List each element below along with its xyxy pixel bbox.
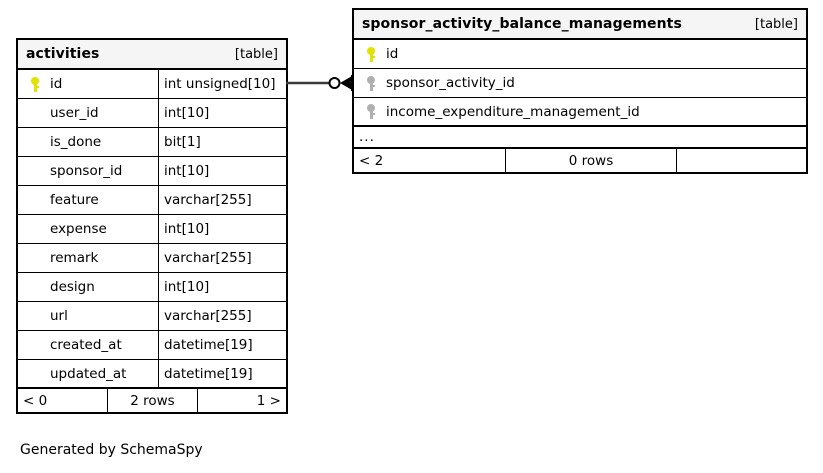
entity-activities-header: activities [table] bbox=[18, 40, 286, 70]
column-label: income_expenditure_management_id bbox=[386, 103, 640, 120]
column-type: varchar[255] bbox=[158, 302, 286, 330]
column-type: int unsigned[10] bbox=[158, 70, 286, 98]
column-name-cell: user_id bbox=[18, 99, 158, 127]
column-name-cell: feature bbox=[18, 186, 158, 214]
column-name-cell: url bbox=[18, 302, 158, 330]
table-row[interactable]: expense int[10] bbox=[18, 215, 286, 244]
column-type: datetime[19] bbox=[158, 360, 286, 387]
relationship-connector bbox=[286, 75, 353, 91]
table-row[interactable]: design int[10] bbox=[18, 273, 286, 302]
column-type: int[10] bbox=[158, 273, 286, 301]
prev-page-indicator[interactable]: < 2 bbox=[359, 152, 384, 169]
truncated-columns-indicator: ... bbox=[354, 127, 806, 149]
column-type: int[10] bbox=[158, 99, 286, 127]
table-row[interactable]: user_id int[10] bbox=[18, 99, 286, 128]
row-count: 2 rows bbox=[107, 389, 196, 412]
column-label: remark bbox=[50, 250, 99, 266]
column-type: int[10] bbox=[158, 215, 286, 243]
foreign-key-icon bbox=[360, 75, 382, 91]
column-name-cell: income_expenditure_management_id bbox=[354, 98, 806, 125]
column-label: updated_at bbox=[50, 365, 127, 382]
foreign-key-icon bbox=[360, 104, 382, 119]
column-name-cell: id bbox=[354, 40, 806, 68]
column-type: varchar[255] bbox=[158, 244, 286, 272]
table-row[interactable]: remark varchar[255] bbox=[18, 244, 286, 273]
column-name-cell: design bbox=[18, 273, 158, 301]
column-name-cell: created_at bbox=[18, 331, 158, 359]
row-count: 0 rows bbox=[505, 149, 676, 172]
generated-by-caption: Generated by SchemaSpy bbox=[20, 442, 203, 458]
column-name-cell: sponsor_id bbox=[18, 157, 158, 185]
column-name-cell: id bbox=[18, 70, 158, 98]
entity-activities-type-tag: [table] bbox=[234, 46, 278, 62]
column-name-cell: is_done bbox=[18, 128, 158, 156]
column-type: datetime[19] bbox=[158, 331, 286, 359]
column-label: created_at bbox=[50, 337, 122, 353]
next-page-indicator[interactable] bbox=[676, 149, 806, 172]
prev-page-indicator[interactable]: < 0 bbox=[23, 392, 48, 409]
primary-key-icon bbox=[24, 76, 46, 92]
column-name-cell: expense bbox=[18, 215, 158, 243]
primary-key-icon bbox=[360, 46, 382, 62]
column-label: sponsor_activity_id bbox=[386, 75, 515, 91]
entity-sabm-name: sponsor_activity_balance_managements bbox=[362, 16, 682, 32]
next-page-indicator[interactable]: 1 > bbox=[196, 389, 286, 412]
table-row[interactable]: created_at datetime[19] bbox=[18, 331, 286, 360]
column-name-cell: updated_at bbox=[18, 360, 158, 387]
column-label: feature bbox=[50, 192, 99, 208]
table-row[interactable]: updated_at datetime[19] bbox=[18, 360, 286, 389]
column-label: id bbox=[50, 76, 63, 92]
table-row[interactable]: feature varchar[255] bbox=[18, 186, 286, 215]
column-type: varchar[255] bbox=[158, 186, 286, 214]
column-label: user_id bbox=[50, 105, 99, 121]
table-row[interactable]: url varchar[255] bbox=[18, 302, 286, 331]
entity-sponsor-activity-balance-managements[interactable]: sponsor_activity_balance_managements [ta… bbox=[352, 8, 808, 174]
column-label: is_done bbox=[50, 134, 102, 150]
table-row[interactable]: id int unsigned[10] bbox=[18, 70, 286, 99]
column-label: url bbox=[50, 308, 68, 324]
entity-activities-footer: < 0 2 rows 1 > bbox=[18, 389, 286, 412]
entity-activities-name: activities bbox=[26, 46, 100, 62]
column-name-cell: sponsor_activity_id bbox=[354, 69, 806, 97]
entity-sabm-type-tag: [table] bbox=[754, 16, 798, 32]
table-row[interactable]: is_done bit[1] bbox=[18, 128, 286, 157]
column-name-cell: remark bbox=[18, 244, 158, 272]
table-row[interactable]: sponsor_id int[10] bbox=[18, 157, 286, 186]
entity-activities[interactable]: activities [table] id int unsigned[10] u… bbox=[16, 38, 288, 414]
table-row[interactable]: income_expenditure_management_id bbox=[354, 98, 806, 127]
table-row[interactable]: sponsor_activity_id bbox=[354, 69, 806, 98]
column-label: design bbox=[50, 279, 95, 295]
entity-sabm-header: sponsor_activity_balance_managements [ta… bbox=[354, 10, 806, 40]
column-label: sponsor_id bbox=[50, 163, 123, 179]
table-row[interactable]: id bbox=[354, 40, 806, 69]
column-type: bit[1] bbox=[158, 128, 286, 156]
column-label: id bbox=[386, 46, 399, 62]
entity-sabm-footer: < 2 0 rows bbox=[354, 149, 806, 172]
column-type: int[10] bbox=[158, 157, 286, 185]
column-label: expense bbox=[50, 221, 107, 237]
